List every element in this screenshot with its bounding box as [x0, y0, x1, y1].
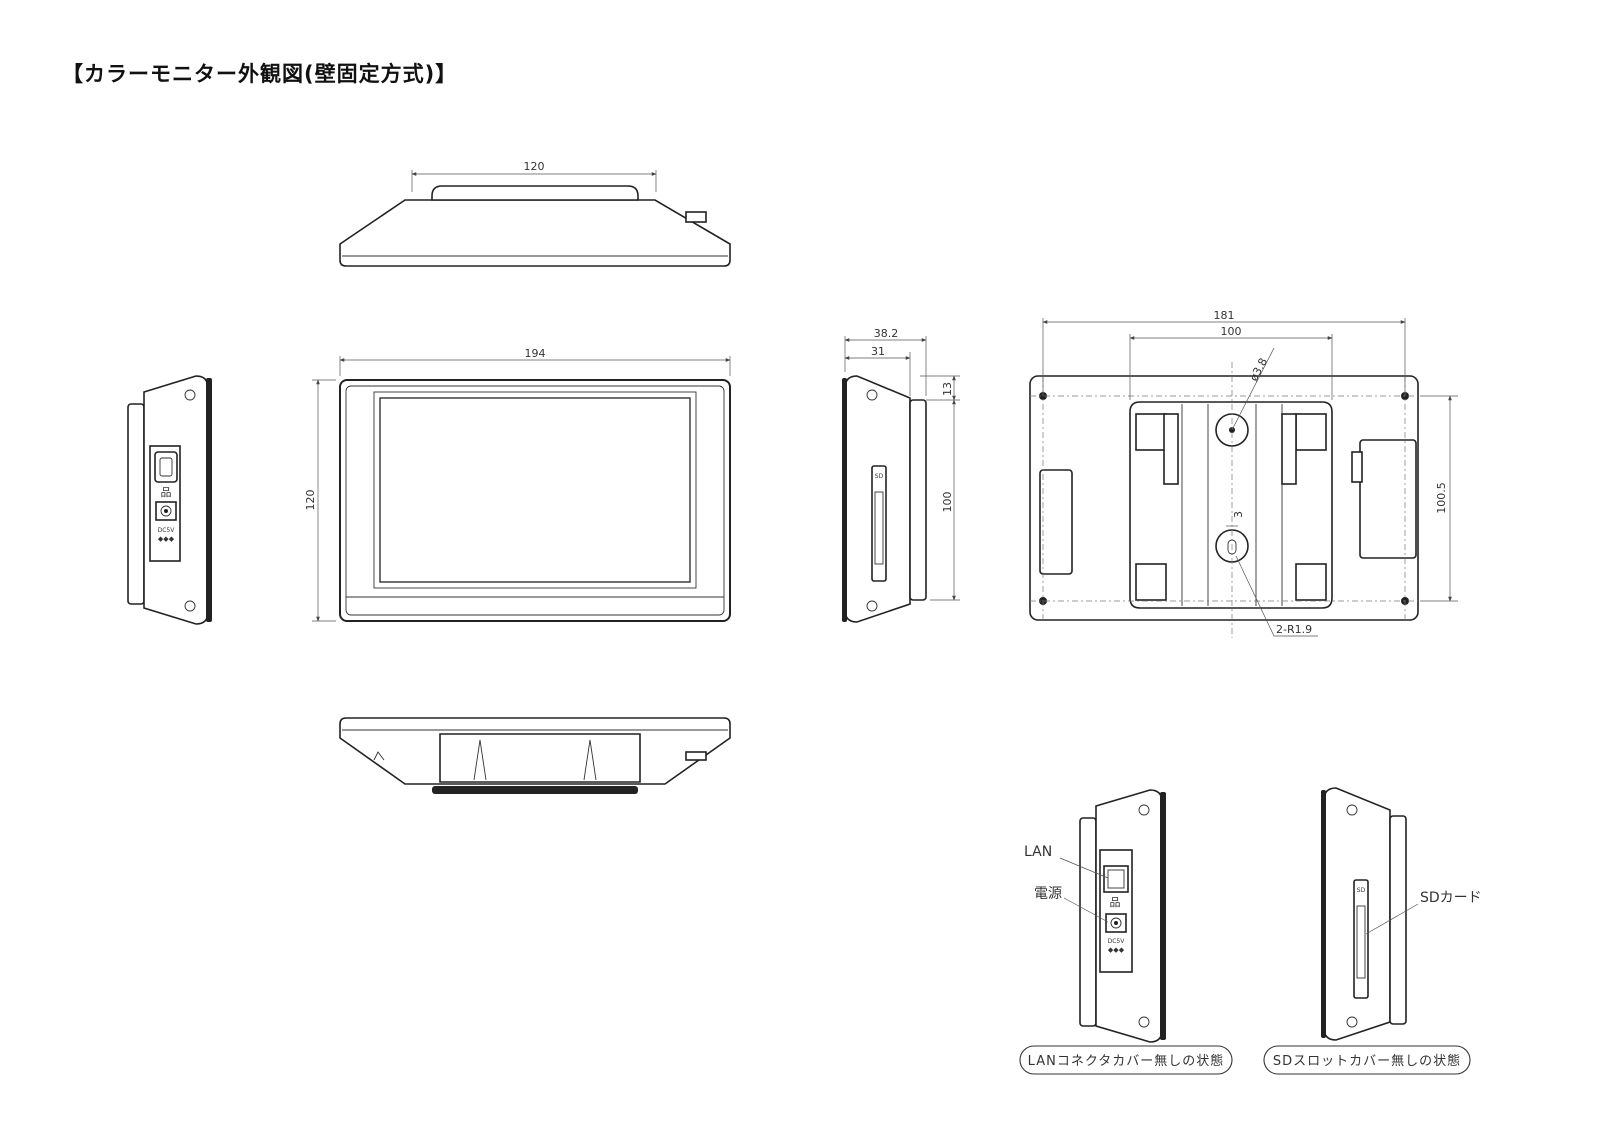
svg-text:SD: SD: [1357, 887, 1366, 894]
dim-side-top-offset: 13: [941, 382, 954, 396]
dim-slot-width: 3: [1232, 511, 1245, 518]
svg-text:DC5V: DC5V: [158, 527, 176, 534]
detail-sd-view: SD SDカード: [1321, 787, 1482, 1041]
svg-text:SD: SD: [875, 473, 884, 480]
dim-slot-radius: 2-R1.9: [1276, 623, 1312, 636]
dim-front-width: 194: [525, 347, 546, 360]
svg-text:品: 品: [1110, 896, 1121, 909]
label-lan: LAN: [1024, 844, 1052, 860]
dim-side-height: 100: [941, 492, 954, 513]
page-title: 【カラーモニター外観図(壁固定方式)】: [62, 62, 458, 86]
svg-text:◆◆◆: ◆◆◆: [158, 535, 175, 543]
svg-text:◆◆◆: ◆◆◆: [1108, 946, 1125, 954]
dim-side-depth-total: 38.2: [874, 327, 899, 340]
dim-side-depth-body: 31: [871, 345, 885, 358]
caption-lan-cover: LANコネクタカバー無しの状態: [1019, 1045, 1233, 1075]
left-side-view: 品 DC5V ◆◆◆: [127, 375, 212, 625]
svg-text:SDスロットカバー無しの状態: SDスロットカバー無しの状態: [1273, 1053, 1461, 1069]
label-sd-card: SDカード: [1420, 890, 1482, 906]
dim-back-width: 181: [1214, 309, 1235, 322]
svg-text:DC5V: DC5V: [1108, 938, 1126, 945]
dim-front-height: 120: [304, 490, 317, 511]
svg-text:LANコネクタカバー無しの状態: LANコネクタカバー無しの状態: [1028, 1053, 1225, 1069]
right-side-view: SD 38.2 31 13 100: [842, 327, 960, 623]
svg-text:品: 品: [161, 486, 172, 499]
bottom-view: [339, 717, 731, 794]
back-view: 181 100 100.5 ø3.8 3 2-R1.9: [1029, 309, 1458, 638]
dim-top-width: 120: [524, 160, 545, 173]
caption-sd-cover: SDスロットカバー無しの状態: [1263, 1045, 1471, 1075]
dim-back-mount-width: 100: [1221, 325, 1242, 338]
label-power: 電源: [1034, 886, 1062, 902]
top-view: 120: [339, 160, 731, 267]
dim-back-height: 100.5: [1435, 482, 1448, 514]
front-view: 194 120: [304, 347, 731, 622]
detail-lan-view: 品 DC5V ◆◆◆ LAN 電源: [1024, 789, 1166, 1043]
